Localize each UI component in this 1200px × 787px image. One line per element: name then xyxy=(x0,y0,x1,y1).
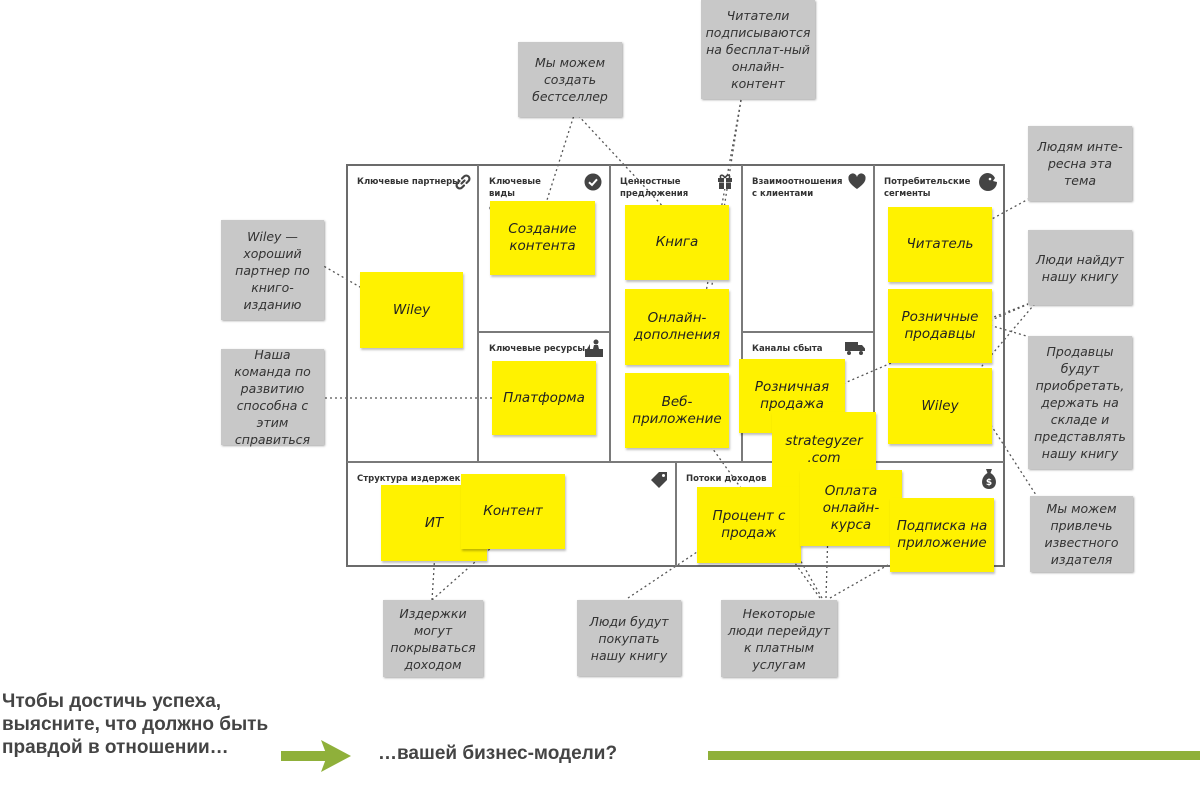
note-readers-subscribe: Читатели подписываются на бесплат-ный он… xyxy=(701,0,815,99)
block-title-revenue-streams: Потоки доходов xyxy=(686,474,767,484)
block-title-channels: Каналы сбыта xyxy=(752,344,823,354)
block-title-key-resources: Ключевые ресурсы xyxy=(489,344,586,354)
connector-line xyxy=(839,299,1039,386)
heart-icon xyxy=(848,173,866,189)
note-bestseller: Мы можем создать бестселлер xyxy=(518,42,622,117)
sticky-app-subscription: Подписка на приложение xyxy=(890,498,994,572)
block-title-cost-structure: Структура издержек xyxy=(357,474,461,484)
sticky-platform: Платформа xyxy=(492,361,596,435)
note-costs-covered: Издержки могут покрываться доходом xyxy=(383,600,483,677)
sticky-online-addons: Онлайн-дополнения xyxy=(625,289,729,365)
divider xyxy=(742,331,873,333)
money-bag-icon: $ xyxy=(982,469,996,489)
block-title-customer-relationships: Взаимоотношения с клиентами xyxy=(752,177,843,199)
link-icon xyxy=(455,174,471,190)
sticky-book: Книга xyxy=(625,205,729,280)
svg-text:$: $ xyxy=(986,478,992,488)
connector-line xyxy=(431,539,501,601)
caption-left-text: Чтобы достичь успеха, выясните, что долж… xyxy=(2,691,269,758)
divider xyxy=(609,165,611,462)
note-buy-book: Люди будут покупать нашу книгу xyxy=(577,600,681,676)
caption-right-text: …вашей бизнес-модели? xyxy=(378,743,618,764)
connector-line xyxy=(829,564,889,599)
price-tag-icon xyxy=(651,472,667,488)
check-circle-icon xyxy=(584,173,602,191)
connector-line xyxy=(977,404,1039,499)
note-sellers: Продавцы будут приобретать, держать на с… xyxy=(1028,336,1132,469)
canvas-frame xyxy=(346,164,1005,567)
divider xyxy=(873,165,875,462)
block-title-key-partners: Ключевые партнеры xyxy=(357,177,460,187)
truck-icon xyxy=(845,342,865,355)
note-wiley-good-partner: Wiley — хороший партнер по книго-изданию xyxy=(221,220,324,320)
note-interesting-topic: Людям инте-ресна эта тема xyxy=(1028,126,1132,201)
note-paid-services: Некоторые люди перейдут к платным услуга… xyxy=(721,600,837,677)
factory-worker-icon xyxy=(585,339,603,357)
divider xyxy=(478,331,609,333)
connector-line xyxy=(959,299,1039,331)
connector-line xyxy=(691,419,821,599)
sticky-wiley-partner: Wiley xyxy=(360,272,463,348)
sticky-percent-sales: Процент с продаж xyxy=(697,487,801,563)
block-title-customer-segments: Потребительские сегменты xyxy=(884,177,971,199)
sticky-retail-sellers: Розничные продавцы xyxy=(888,289,992,363)
sticky-content-creation: Создание контента xyxy=(490,201,595,275)
note-publisher: Мы можем привлечь известного издателя xyxy=(1030,496,1133,572)
divider xyxy=(741,165,743,462)
divider xyxy=(675,462,677,566)
connector-line xyxy=(627,529,731,599)
note-team: Наша команда по развитию способна с этим… xyxy=(221,347,324,447)
divider xyxy=(477,165,479,462)
arrow-right-icon xyxy=(281,740,351,772)
connector-line xyxy=(699,99,742,326)
customer-face-icon xyxy=(979,173,997,191)
note-find-book: Люди найдут нашу книгу xyxy=(1028,230,1132,305)
sticky-wiley-segment: Wiley xyxy=(888,368,992,444)
block-title-value-propositions: Ценностные предложения xyxy=(620,177,689,199)
sticky-content-cost: Контент xyxy=(461,474,565,549)
gift-icon xyxy=(718,174,732,189)
green-bar xyxy=(708,751,1200,760)
sticky-reader: Читатель xyxy=(888,207,992,282)
sticky-web-app: Веб-приложение xyxy=(625,373,729,448)
sticky-online-course: Оплата онлайн-курса xyxy=(800,470,902,546)
